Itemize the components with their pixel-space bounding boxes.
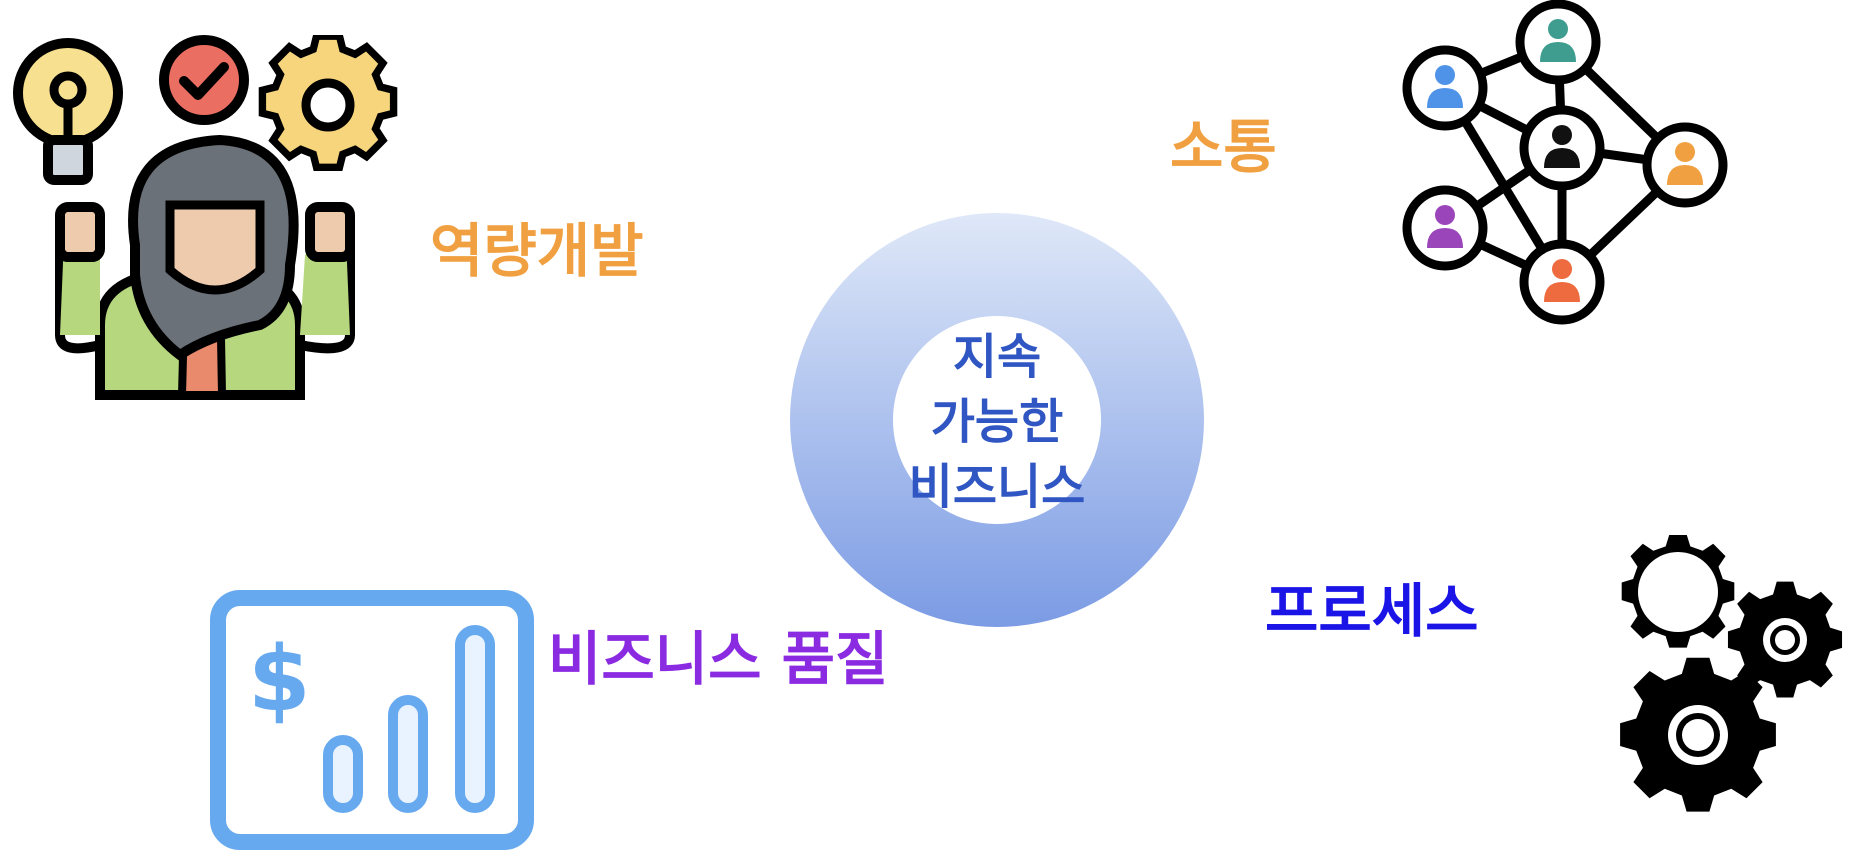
- revenue-chart-icon: $: [210, 590, 534, 850]
- center-title-line-1: 지속: [952, 329, 1042, 385]
- center-title: 지속 가능한 비즈니스: [880, 325, 1114, 520]
- svg-text:$: $: [248, 627, 311, 732]
- label-communication: 소통: [1170, 113, 1277, 181]
- label-process: 프로세스: [1265, 577, 1479, 645]
- gears-icon: [1620, 534, 1843, 812]
- woman-ideas-icon: [13, 35, 398, 400]
- center-title-line-3: 비즈니스: [908, 459, 1086, 515]
- network-people-icon: [1402, 0, 1728, 325]
- label-capability: 역량개발: [430, 217, 644, 285]
- center-title-line-2: 가능한: [930, 394, 1064, 450]
- label-business-quality: 비즈니스 품질: [548, 625, 889, 693]
- center-ring-hole: [893, 316, 1101, 524]
